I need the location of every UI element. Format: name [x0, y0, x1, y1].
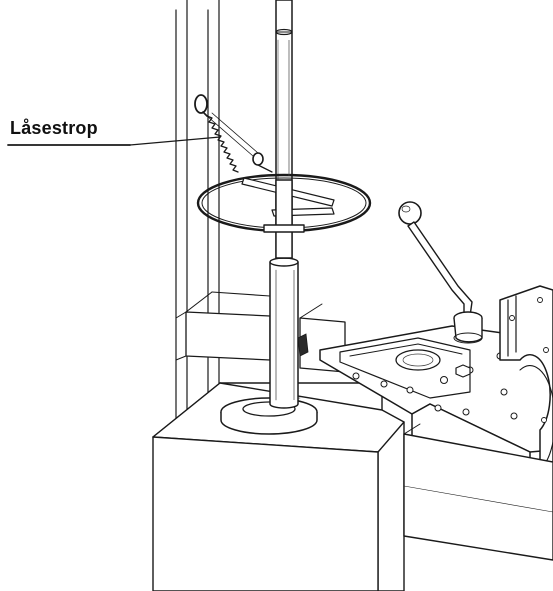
locking-strap [194, 94, 273, 173]
gear-lever [398, 201, 483, 344]
column-clamp [297, 333, 309, 357]
gearbox-housing [319, 325, 553, 483]
shading-lines [288, 40, 295, 400]
support-beam-right [403, 423, 553, 561]
callout-leader [7, 136, 221, 146]
base-box [152, 382, 405, 591]
side-cover [499, 285, 553, 475]
locking-strap-label: Låsestrop [10, 118, 98, 138]
column-upper-front [263, 179, 305, 259]
column-lower-section [269, 257, 299, 409]
column-foot-disc [220, 386, 318, 435]
